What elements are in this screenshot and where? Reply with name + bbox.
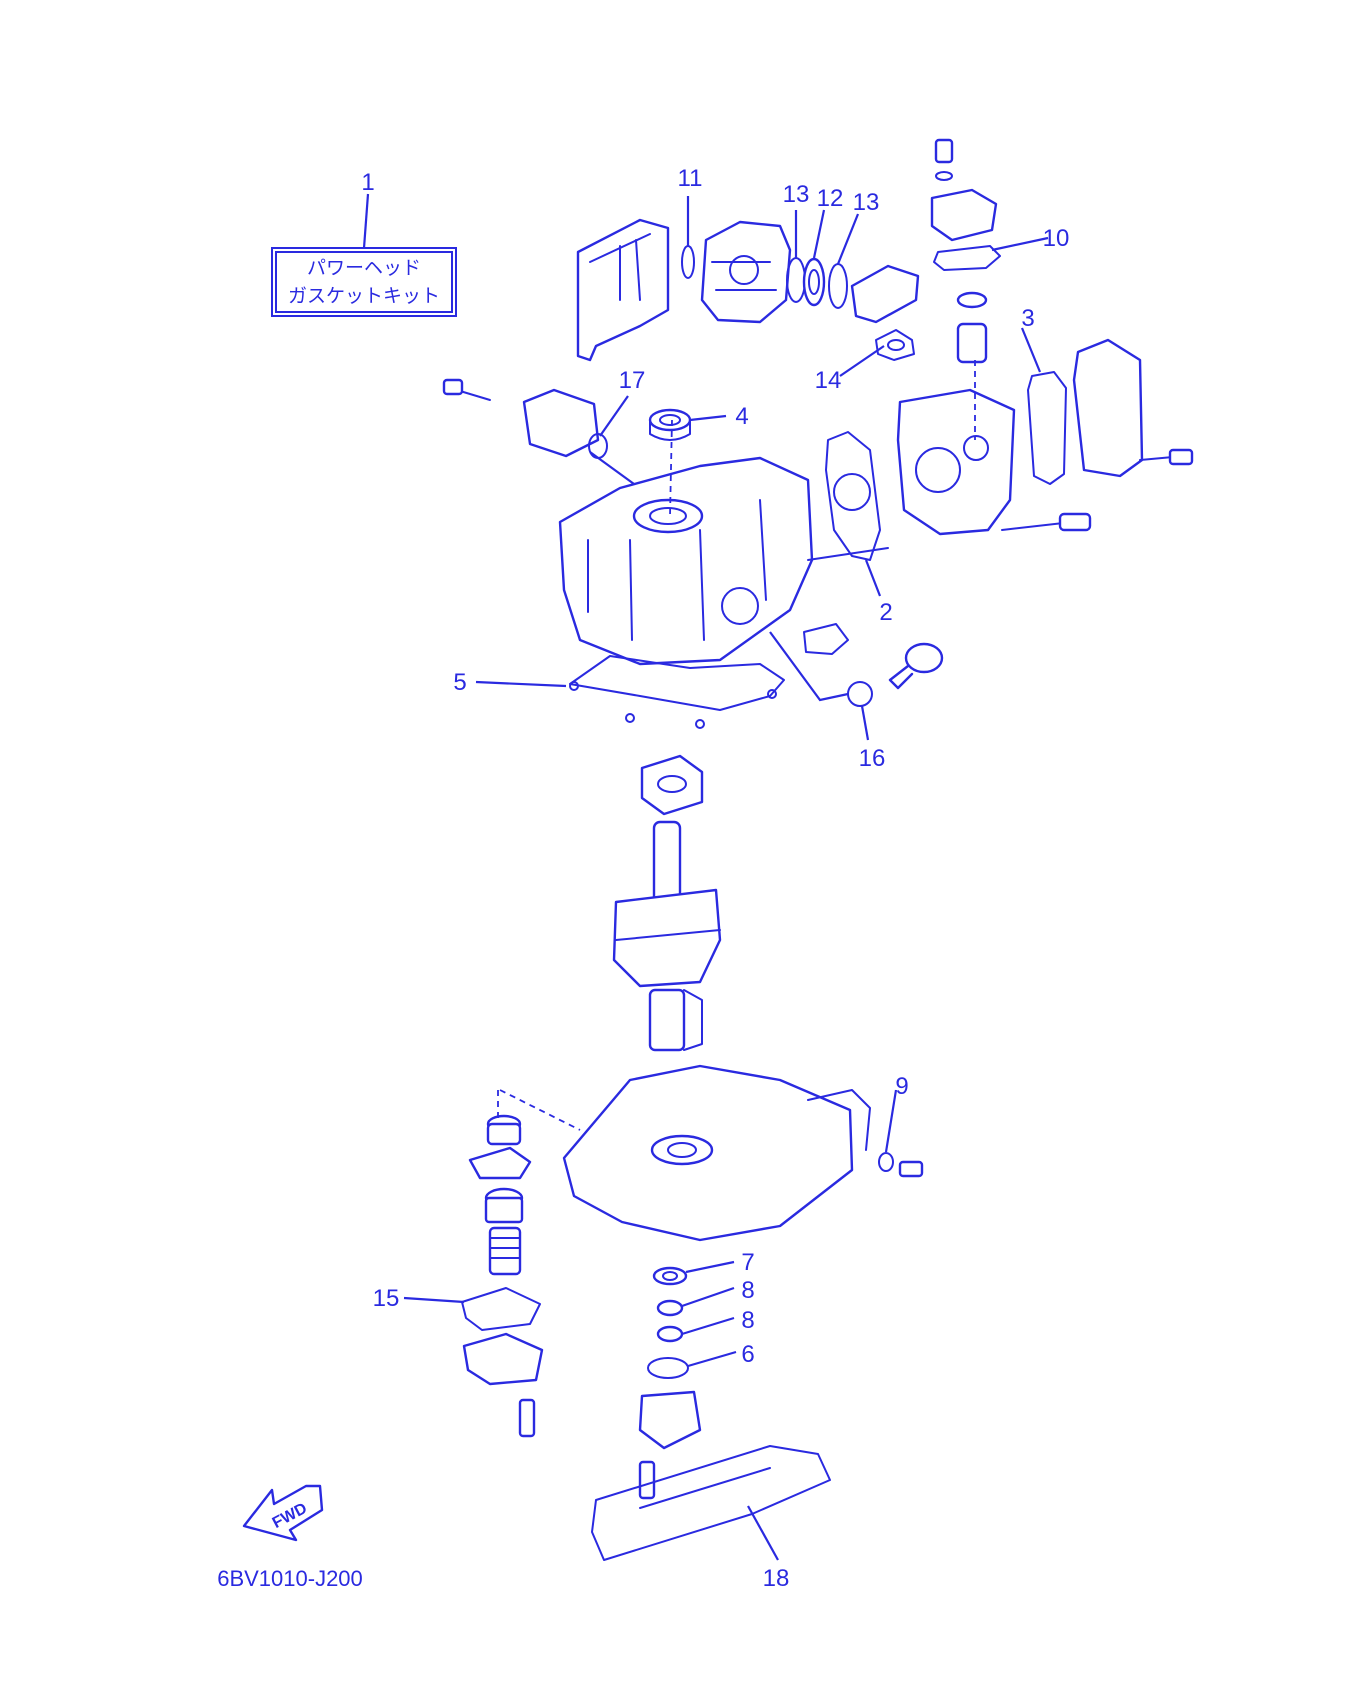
o-ring-16 (847, 681, 873, 707)
carb-gasket-13-left (786, 257, 806, 303)
bolt-9 (898, 1160, 924, 1178)
oil-strainer (638, 1390, 702, 1500)
callout-17: 17 (619, 367, 646, 394)
callout-16: 16 (859, 745, 886, 772)
crankshaft (612, 820, 722, 1052)
callout-9: 9 (895, 1073, 908, 1100)
head-cover-gasket-3 (1027, 371, 1067, 485)
callout-13-right: 13 (853, 189, 880, 216)
oil-seal-8-lower (656, 1325, 684, 1343)
callout-8-lower: 8 (741, 1307, 754, 1334)
crankcase-lower (562, 1064, 871, 1242)
callout-12: 12 (817, 185, 844, 212)
kit-label-box: パワーヘッド ガスケットキット (271, 247, 457, 317)
fuel-pump (442, 378, 600, 458)
fwd-arrow-icon: FWD (242, 1484, 324, 1542)
carb-gasket-11 (681, 245, 695, 279)
crankcase-gasket-5 (569, 655, 785, 729)
carburetor (700, 220, 792, 324)
relief-cover (462, 1332, 544, 1438)
callout-4: 4 (735, 403, 748, 430)
callout-2: 2 (879, 599, 892, 626)
oil-seal-8-upper (656, 1299, 684, 1317)
head-gasket-2 (825, 431, 881, 561)
thermostat-assembly (930, 138, 1001, 364)
callout-1: 1 (361, 169, 374, 196)
relief-valve-stack (468, 1114, 532, 1276)
callout-5: 5 (453, 669, 466, 696)
callout-18: 18 (763, 1565, 790, 1592)
gasket-15 (461, 1287, 541, 1331)
oil-seal-4 (648, 408, 692, 441)
callout-7: 7 (741, 1249, 754, 1276)
head-cover (1072, 338, 1194, 478)
oil-seal-7 (652, 1266, 688, 1286)
callout-11: 11 (678, 165, 703, 192)
intake-joint (850, 264, 920, 324)
exhaust-gasket-18 (591, 1445, 831, 1561)
small-gasket (803, 623, 849, 655)
kit-label-line2: ガスケットキット (288, 285, 440, 307)
callout-8-upper: 8 (741, 1277, 754, 1304)
callout-13-left: 13 (783, 181, 810, 208)
cylinder-head (896, 388, 1092, 536)
washer-9 (878, 1152, 894, 1172)
callout-3: 3 (1021, 305, 1034, 332)
carb-spacer-12 (802, 257, 826, 307)
callout-14: 14 (815, 367, 842, 394)
o-ring-6 (647, 1357, 689, 1379)
carb-gasket-13-right (828, 263, 848, 309)
breather-cover (576, 218, 670, 362)
callout-15: 15 (373, 1285, 400, 1312)
cylinder-block (558, 456, 889, 666)
intake-gasket-14 (875, 329, 915, 361)
callout-10: 10 (1043, 225, 1070, 252)
drain-bolt (888, 642, 944, 690)
kit-label-line1: パワーヘッド (307, 257, 421, 279)
crank-bearing (640, 754, 704, 816)
diagram-code: 6BV1010-J200 (217, 1566, 363, 1591)
callout-6: 6 (741, 1341, 754, 1368)
